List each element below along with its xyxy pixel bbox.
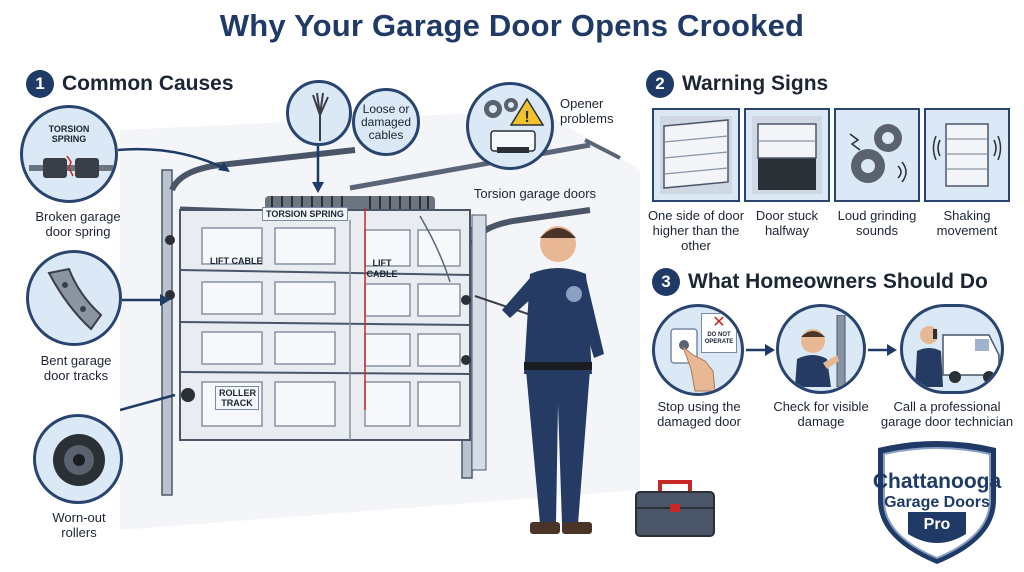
uneven-door-icon (660, 116, 732, 194)
opener-caption: Opener problems (560, 96, 614, 126)
frayed-cable-icon (312, 92, 329, 141)
sign-text: DO NOT OPERATE (704, 332, 734, 345)
toolbox-icon (635, 480, 715, 537)
logo-line-3: Pro (923, 516, 951, 533)
x-icon: ✕ (712, 314, 726, 331)
warning-caption-uneven: One side of door higher than the other (647, 208, 745, 253)
roller-icon (165, 235, 471, 402)
section-number: 2 (646, 70, 674, 98)
warning-panel-shaking (924, 108, 1010, 202)
warning-panel-uneven (652, 108, 740, 202)
arrow-icon (312, 146, 324, 193)
arrow-icon (746, 344, 775, 356)
hand-pressing-button-icon (670, 328, 715, 392)
cables-caption: Loose or damaged cables (360, 101, 412, 142)
warning-caption-grinding: Loud grinding sounds (837, 208, 917, 238)
section-number: 3 (652, 268, 680, 296)
arrow-icon (122, 294, 170, 306)
page-title: Why Your Garage Door Opens Crooked (219, 8, 805, 43)
action-caption-stop: Stop using the damaged door (657, 399, 741, 429)
roller-icon (53, 434, 105, 486)
lift-cable-label-left: LIFT CABLE (210, 256, 263, 266)
bent-tracks-inset (26, 250, 122, 346)
torsion-spring-label: TORSION SPRING (262, 207, 348, 221)
section-warning-heading: 2 Warning Signs (646, 70, 828, 98)
action-check-inset (776, 304, 866, 394)
grinding-gears-icon (849, 124, 907, 183)
action-stop-inset: ✕ DO NOT OPERATE (652, 304, 744, 396)
section-causes-heading: 1 Common Causes (26, 70, 234, 98)
opener-problems-inset: ! (466, 82, 554, 170)
broken-spring-icon (29, 155, 113, 178)
rollers-caption: Worn-out rollers (52, 510, 106, 540)
warning-caption-stuck: Door stuck halfway (755, 208, 819, 238)
torsion-doors-caption: Torsion garage doors (473, 186, 597, 201)
company-logo: Chattanooga Garage Doors Pro (868, 440, 1006, 566)
worn-rollers-inset (33, 414, 123, 504)
section-actions-heading: 3 What Homeowners Should Do (652, 268, 988, 296)
lift-cable-label-right: LIFT CABLE (366, 258, 398, 279)
shield-icon (878, 441, 996, 564)
section-title: Warning Signs (682, 72, 829, 95)
spring-caption: Broken garage door spring (35, 209, 121, 239)
svg-text:!: ! (524, 109, 529, 126)
bent-track-icon (47, 267, 103, 331)
damaged-cables-inset (286, 80, 352, 146)
section-number: 1 (26, 70, 54, 98)
section-title: Common Causes (62, 72, 234, 95)
cables-caption-bubble: Loose or damaged cables (352, 88, 420, 156)
inspecting-track-icon (795, 315, 846, 387)
action-call-inset (900, 304, 1004, 394)
logo-line-1: Chattanooga (872, 470, 1002, 493)
arrow-icon (868, 344, 897, 356)
action-caption-check: Check for visible damage (773, 399, 869, 429)
shaking-door-icon (932, 123, 1002, 187)
spring-inset-label: TORSION SPRING (48, 124, 90, 144)
call-technician-icon (915, 326, 1000, 387)
warning-panel-stuck (744, 108, 830, 202)
opener-icon: ! (484, 97, 545, 153)
half-open-door-icon (752, 116, 822, 194)
arrow-icon (118, 147, 230, 172)
warning-panel-grinding (834, 108, 920, 202)
section-title: What Homeowners Should Do (688, 270, 988, 293)
action-caption-call: Call a professional garage door technici… (880, 399, 1014, 429)
tracks-caption: Bent garage door tracks (40, 353, 112, 383)
logo-line-2: Garage Doors (884, 494, 990, 511)
do-not-operate-sign: ✕ DO NOT OPERATE (701, 313, 737, 353)
warning-caption-shaking: Shaking movement (936, 208, 998, 238)
broken-spring-inset: TORSION SPRING (20, 105, 118, 203)
technician-illustration (474, 226, 604, 534)
roller-track-label: ROLLER TRACK (215, 386, 259, 410)
